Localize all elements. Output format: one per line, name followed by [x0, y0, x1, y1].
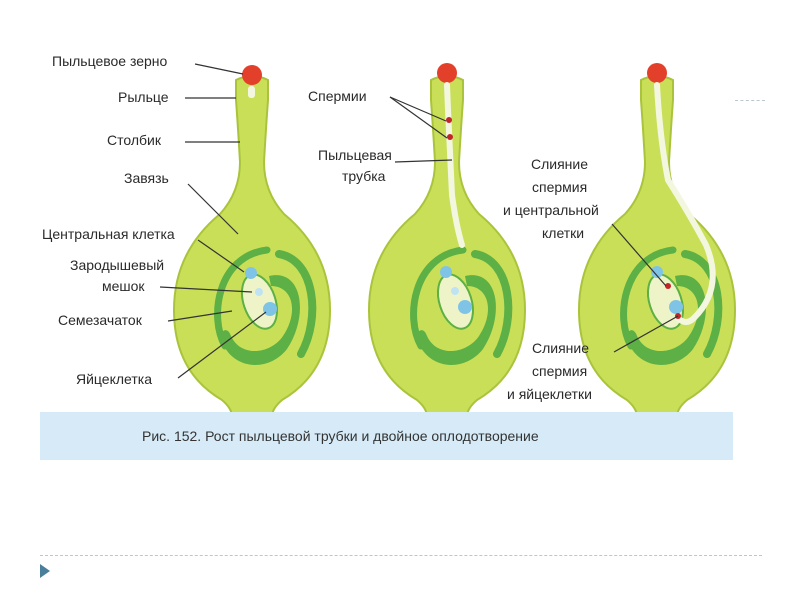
next-slide-arrow-icon[interactable] — [40, 564, 50, 578]
pollen-grain-1 — [242, 65, 262, 85]
egg-cell-1 — [263, 302, 277, 316]
pollen-grain-2 — [437, 63, 457, 83]
fusion-egg-label-line2: спермия — [532, 363, 587, 379]
egg-cell-3 — [669, 300, 683, 314]
sperm-1 — [446, 117, 452, 123]
fusion-egg-label-line3: и яйцеклетки — [507, 386, 592, 402]
style-label: Столбик — [107, 132, 162, 148]
embryo-sac-label-line1: Зародышевый — [70, 257, 164, 273]
figure-caption: Рис. 152. Рост пыльцевой трубки и двойно… — [142, 428, 539, 444]
fusion-central-label-line2: спермия — [532, 179, 587, 195]
divider-bottom — [40, 555, 762, 556]
fusion-central-label-line3: и центральной — [503, 202, 599, 218]
central-cell-nucleus-1 — [245, 267, 257, 279]
fusion-central-label-line4: клетки — [542, 225, 584, 241]
pollen-tube-label-line2: трубка — [342, 168, 386, 184]
central-cell-label: Центральная клетка — [42, 226, 175, 242]
embryo-sac-label-line2: мешок — [102, 278, 145, 294]
pollen-grain-3 — [647, 63, 667, 83]
ovule-label: Семезачаток — [58, 312, 143, 328]
fusion-central-label-line1: Слияние — [531, 156, 588, 172]
fusion-egg-label-line1: Слияние — [532, 340, 589, 356]
egg-cell-label: Яйцеклетка — [76, 371, 152, 387]
pistil-1 — [174, 76, 330, 432]
sperms-label: Спермии — [308, 88, 367, 104]
ovary-label: Завязь — [124, 170, 169, 186]
pollen-grain-label: Пыльцевое зерно — [52, 53, 168, 69]
sperm-2 — [447, 134, 453, 140]
divider-top — [735, 100, 765, 101]
stigma-label: Рыльце — [118, 89, 169, 105]
pollen-tube-label-line1: Пыльцевая — [318, 147, 392, 163]
